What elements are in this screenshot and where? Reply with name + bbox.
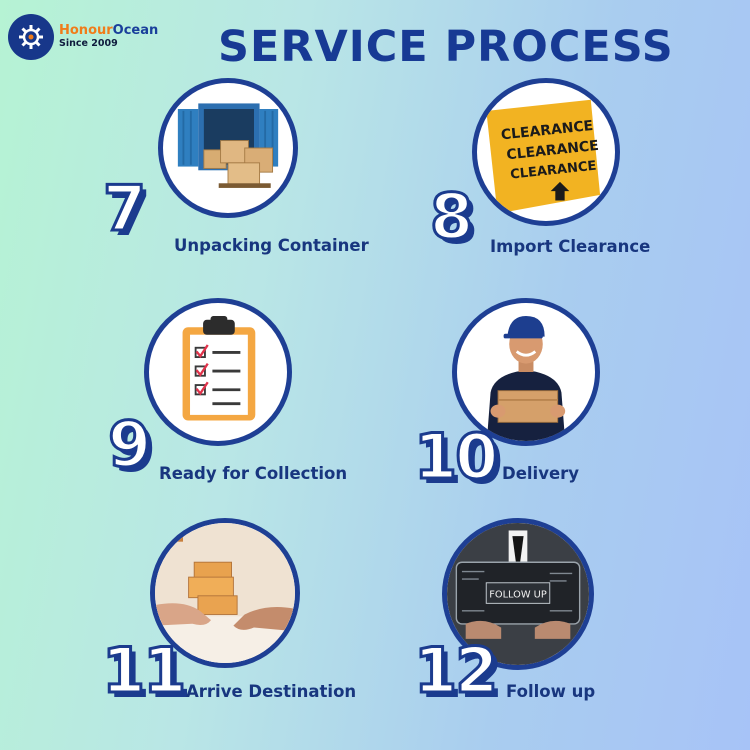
brand-since: Since 2009 xyxy=(59,38,118,49)
step-10-number: 10 xyxy=(412,420,499,493)
step-12-number: 12 xyxy=(412,634,499,707)
step-7-label: Unpacking Container xyxy=(174,236,369,255)
step-9-image xyxy=(144,298,292,446)
step-7-number: 7 xyxy=(101,172,147,245)
step-10-image xyxy=(452,298,600,446)
step-9-number: 9 xyxy=(106,408,152,481)
step-9-label: Ready for Collection xyxy=(159,464,348,483)
brand-name: HonourOcean xyxy=(59,23,159,39)
step-11-number: 11 xyxy=(100,634,187,707)
logo-badge-icon xyxy=(8,14,54,60)
page-title: SERVICE PROCESS xyxy=(218,22,674,72)
step-11-label: Arrive Destination xyxy=(186,682,357,701)
clipboard-checklist-icon xyxy=(182,316,256,421)
clearance-sign-icon: CLEARANCE CLEARANCE CLEARANCE xyxy=(486,99,601,214)
follow-up-screen-icon: FOLLOW UP xyxy=(447,523,589,665)
step-8-label: Import Clearance xyxy=(490,237,651,256)
step-8-image: CLEARANCE CLEARANCE CLEARANCE xyxy=(472,78,620,226)
container-icon xyxy=(177,103,279,188)
step-8-number: 8 xyxy=(428,180,474,253)
step-12-image: FOLLOW UP xyxy=(442,518,594,670)
company-logo: HonourOcean Since 2009 xyxy=(8,14,158,60)
step-10-label: Delivery xyxy=(502,464,580,483)
step-12-label: Follow up xyxy=(506,682,596,701)
delivery-man-icon xyxy=(486,316,566,441)
package-handover-icon xyxy=(155,523,295,663)
step-7-image xyxy=(158,78,298,218)
step-11-image xyxy=(150,518,300,668)
follow-up-screen-text: FOLLOW UP xyxy=(489,590,547,601)
